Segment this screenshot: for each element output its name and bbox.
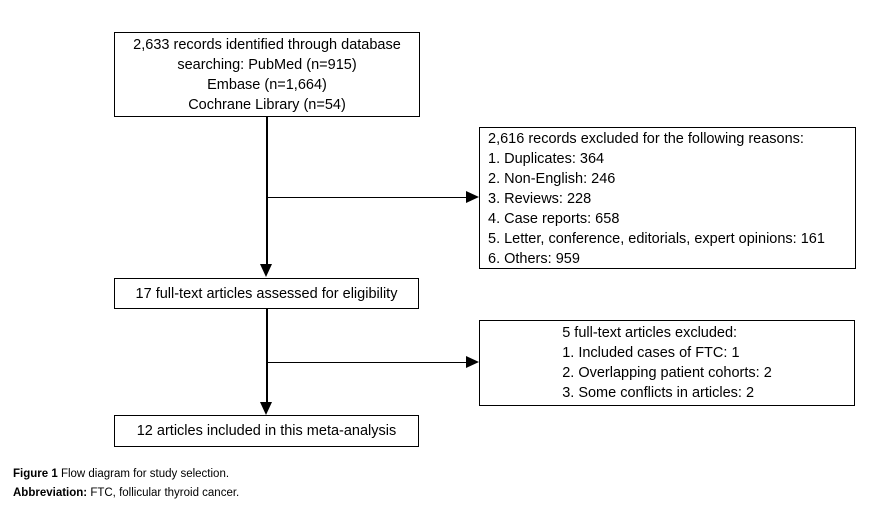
records-identified-line: 2,633 records identified through databas… bbox=[133, 36, 401, 53]
connector-line-top-to-eligibility bbox=[266, 117, 268, 265]
arrow-down-icon bbox=[260, 264, 272, 277]
records-excluded-item: 4. Case reports: 658 bbox=[488, 211, 620, 227]
figure-caption-text: Flow diagram for study selection. bbox=[60, 468, 230, 480]
records-identified-line: Embase (n=1,664) bbox=[207, 76, 327, 93]
fulltext-excluded-box: 5 full-text articles excluded: 1. Includ… bbox=[479, 320, 855, 406]
connector-line-branch-fulltext-excluded bbox=[266, 361, 466, 363]
fulltext-excluded-item: 1. Included cases of FTC: 1 bbox=[562, 345, 740, 361]
abbreviation-caption: Abbreviation: FTC, follicular thyroid ca… bbox=[13, 486, 239, 501]
records-excluded-item: 6. Others: 959 bbox=[488, 251, 580, 267]
records-identified-line: Cochrane Library (n=54) bbox=[188, 96, 346, 113]
articles-included-text: 12 articles included in this meta-analys… bbox=[136, 423, 397, 439]
figure-caption: Figure 1 Flow diagram for study selectio… bbox=[13, 467, 229, 482]
records-excluded-box: 2,616 records excluded for the following… bbox=[479, 127, 856, 269]
records-identified-line: searching: PubMed (n=915) bbox=[177, 56, 357, 73]
fulltext-excluded-title: 5 full-text articles excluded: bbox=[562, 325, 738, 341]
arrow-right-icon bbox=[466, 190, 479, 203]
arrow-right-icon bbox=[466, 355, 479, 368]
arrow-down-icon bbox=[260, 402, 272, 415]
records-identified-box: 2,633 records identified through databas… bbox=[114, 32, 420, 117]
eligibility-assessed-text: 17 full-text articles assessed for eligi… bbox=[135, 285, 398, 302]
abbreviation-label: Abbreviation: bbox=[13, 487, 88, 499]
fulltext-excluded-item: 2. Overlapping patient cohorts: 2 bbox=[562, 365, 772, 381]
articles-included-box: 12 articles included in this meta-analys… bbox=[114, 415, 419, 447]
connector-line-eligibility-to-included bbox=[266, 309, 268, 403]
records-excluded-title: 2,616 records excluded for the following… bbox=[488, 131, 804, 147]
records-excluded-item: 3. Reviews: 228 bbox=[488, 191, 592, 207]
connector-line-branch-excluded-records bbox=[266, 196, 466, 198]
eligibility-assessed-box: 17 full-text articles assessed for eligi… bbox=[114, 278, 419, 309]
records-excluded-item: 2. Non-English: 246 bbox=[488, 171, 616, 187]
figure-label: Figure 1 bbox=[13, 468, 58, 480]
records-excluded-item: 1. Duplicates: 364 bbox=[488, 151, 605, 167]
fulltext-excluded-item: 3. Some conflicts in articles: 2 bbox=[562, 385, 755, 401]
records-excluded-item: 5. Letter, conference, editorials, exper… bbox=[488, 231, 825, 247]
abbreviation-text: FTC, follicular thyroid cancer. bbox=[90, 487, 240, 499]
